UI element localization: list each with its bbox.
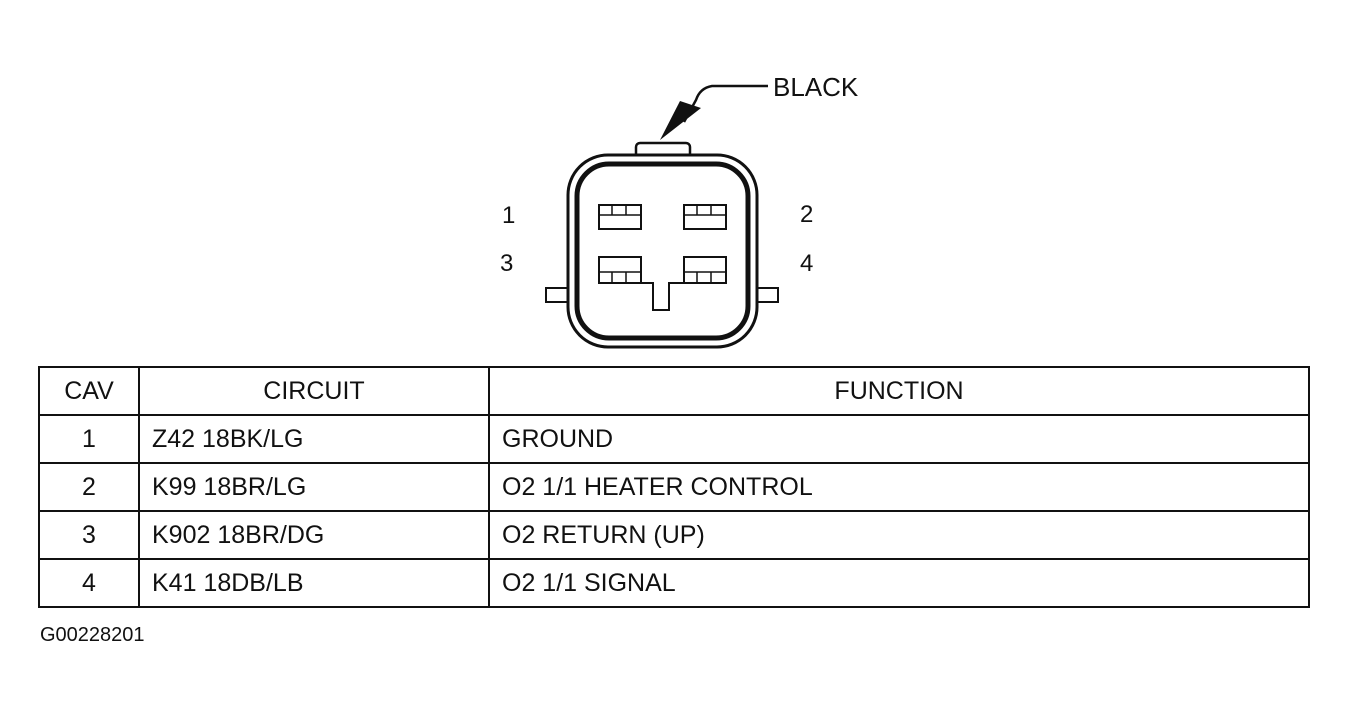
table-header-row: CAV CIRCUIT FUNCTION [38,366,1310,416]
table-row: 3 K902 18BR/DG O2 RETURN (UP) [38,510,1310,560]
callout-arrowhead [660,101,701,140]
callout-leader-line [682,84,768,123]
function-cell: O2 RETURN (UP) [488,510,1310,560]
circuit-cell: K41 18DB/LB [138,558,490,608]
function-cell: O2 1/1 HEATER CONTROL [488,462,1310,512]
header-circuit: CIRCUIT [138,366,490,416]
circuit-cell: Z42 18BK/LG [138,414,490,464]
table-row: 2 K99 18BR/LG O2 1/1 HEATER CONTROL [38,462,1310,512]
header-function: FUNCTION [488,366,1310,416]
cavity-number-1: 1 [502,202,515,229]
circuit-cell: K99 18BR/LG [138,462,490,512]
cav-cell: 3 [38,510,140,560]
header-cav: CAV [38,366,140,416]
cavity-4-terminal [683,256,727,284]
figure-code: G00228201 [40,624,145,646]
connector-color-label: BLACK [773,72,859,102]
cavity-1-terminal [598,204,642,230]
pinout-table: CAV CIRCUIT FUNCTION 1 Z42 18BK/LG GROUN… [38,366,1310,608]
cav-cell: 4 [38,558,140,608]
cavity-3-terminal [598,256,642,284]
cavity-number-3: 3 [500,250,513,277]
table-row: 4 K41 18DB/LB O2 1/1 SIGNAL [38,558,1310,608]
cav-cell: 2 [38,462,140,512]
cavity-2-terminal [683,204,727,230]
cavity-number-4: 4 [800,250,813,277]
connector-diagram: BLACK 1 2 3 4 [500,72,859,349]
cav-cell: 1 [38,414,140,464]
connector-body-inner [574,161,751,341]
circuit-cell: K902 18BR/DG [138,510,490,560]
cavity-number-2: 2 [800,201,813,228]
function-cell: O2 1/1 SIGNAL [488,558,1310,608]
table-row: 1 Z42 18BK/LG GROUND [38,414,1310,464]
connector-keying-rib [641,282,684,311]
function-cell: GROUND [488,414,1310,464]
